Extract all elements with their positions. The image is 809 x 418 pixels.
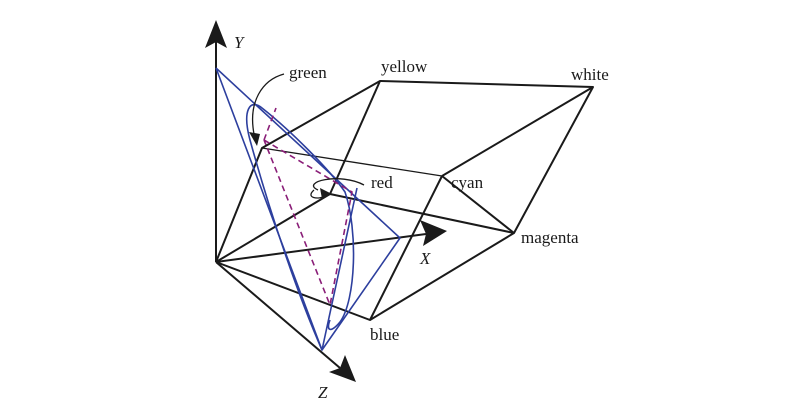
- x-axis: X: [215, 220, 447, 268]
- dashed-primary-triangle: [263, 139, 353, 308]
- x-axis-label: X: [419, 249, 431, 268]
- cube-edge-red-yellow: [329, 80, 381, 195]
- label-magenta: magenta: [521, 228, 579, 247]
- dashed-extension: [263, 107, 277, 141]
- gamut-curves: [215, 67, 401, 351]
- dashed-triangle: [263, 107, 353, 308]
- label-yellow: yellow: [381, 57, 428, 76]
- color-cube: [215, 80, 594, 321]
- cube-edge-blue-cyan: [369, 175, 443, 321]
- red-callout-line: [312, 178, 365, 191]
- label-red: red: [371, 173, 393, 192]
- spectral-locus-curve: [246, 103, 355, 351]
- y-axis-arrowhead: [205, 20, 227, 48]
- cube-edge-red-magenta: [329, 193, 515, 234]
- z-axis: Z: [215, 261, 356, 402]
- z-axis-arrowhead: [329, 355, 356, 382]
- gamut-inner-line: [321, 187, 358, 351]
- green-callout-arrowhead: [249, 132, 260, 146]
- label-white: white: [571, 65, 609, 84]
- cube-edge-green-cyan: [261, 147, 443, 177]
- y-axis: Y: [205, 20, 245, 262]
- callouts: [249, 73, 365, 199]
- label-green: green: [289, 63, 327, 82]
- cube-edge-origin-red: [215, 193, 331, 263]
- red-callout-arrowhead: [320, 188, 332, 199]
- z-axis-label: Z: [318, 383, 328, 402]
- y-axis-label: Y: [234, 33, 245, 52]
- cube-edge-cyan-white: [441, 86, 594, 177]
- vertex-labels: green yellow white red cyan magenta blue: [289, 57, 609, 344]
- label-blue: blue: [370, 325, 399, 344]
- cube-edge-cyan-magenta: [441, 175, 515, 234]
- x-axis-arrowhead: [420, 220, 447, 246]
- gamut-triangle: [215, 67, 401, 351]
- label-cyan: cyan: [451, 173, 484, 192]
- green-callout-line: [252, 73, 285, 135]
